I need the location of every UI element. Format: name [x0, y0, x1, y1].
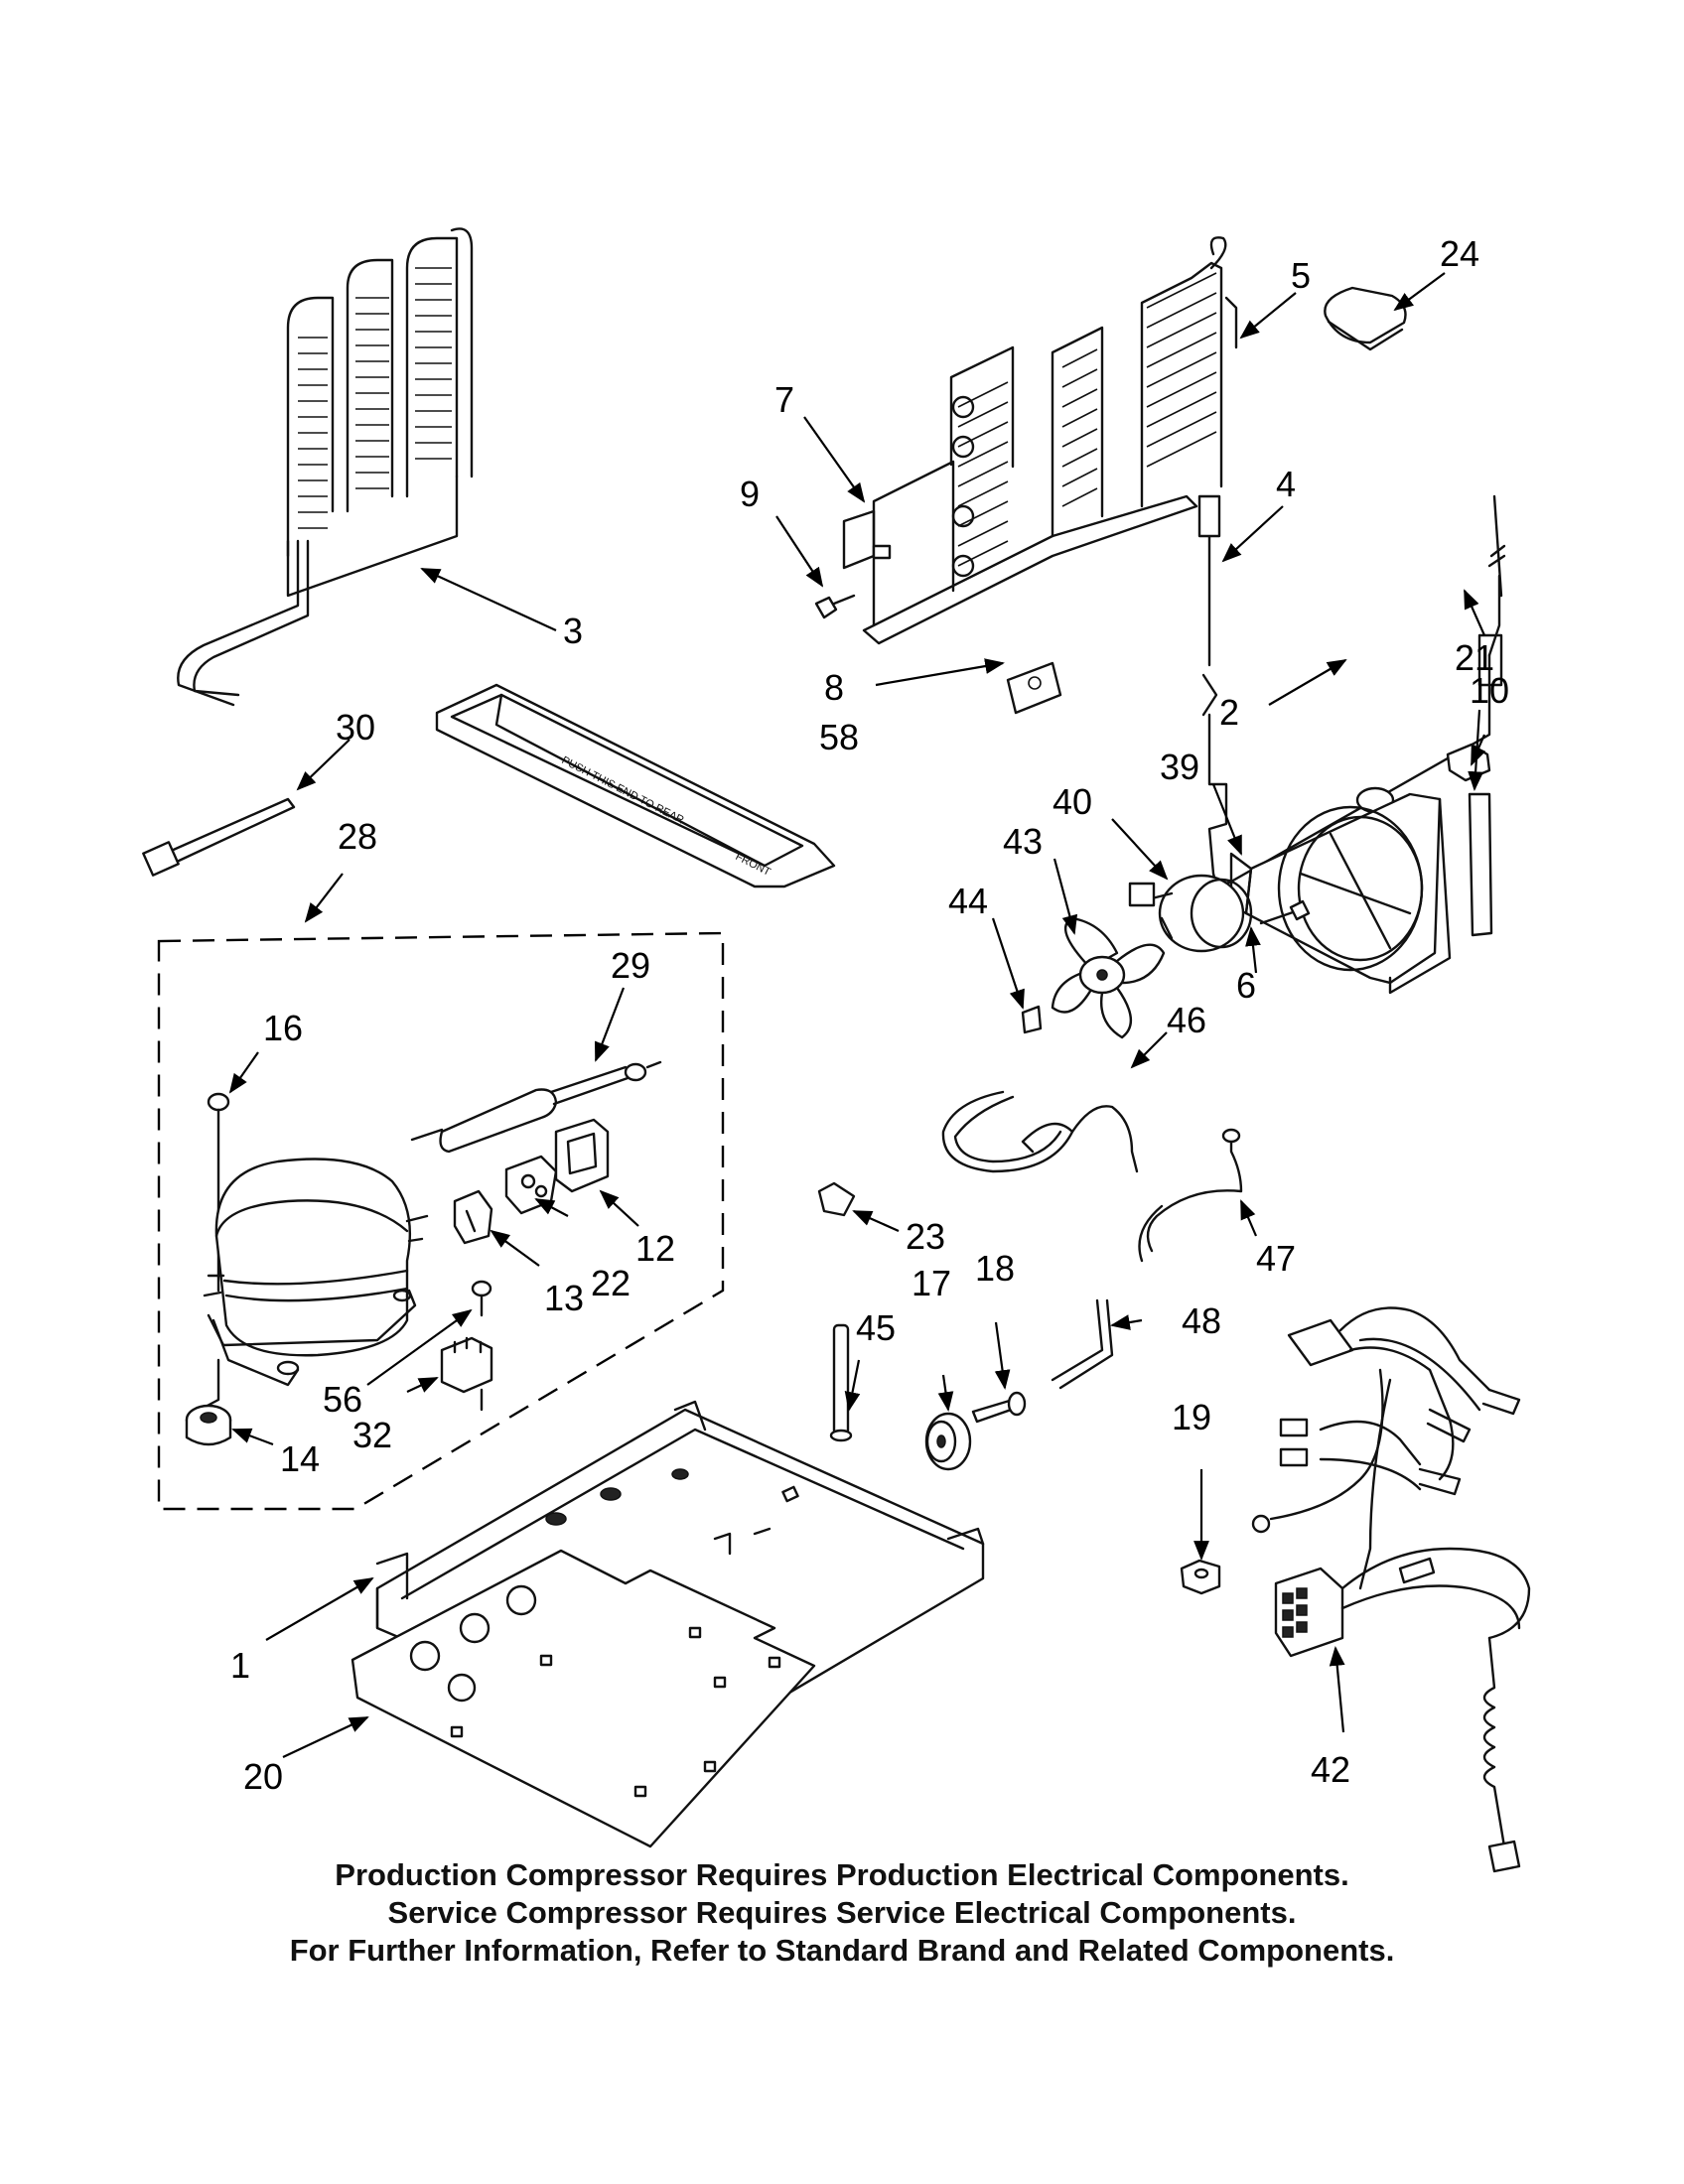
start-relay-12	[554, 1118, 610, 1193]
callout-32: 32	[352, 1415, 392, 1455]
screw-9	[814, 594, 856, 619]
nut-21	[1180, 1559, 1221, 1595]
callout-16: 16	[263, 1008, 303, 1048]
note-line-1: Production Compressor Requires Productio…	[335, 1857, 1349, 1892]
callout-56: 56	[323, 1379, 362, 1420]
fan-blade	[1051, 916, 1166, 1039]
capacitor-32	[440, 1336, 493, 1412]
callout-19: 21	[1455, 637, 1494, 678]
callout-2: 2	[1219, 692, 1239, 733]
evaporator	[842, 236, 1238, 645]
compressor	[203, 1158, 429, 1387]
condenser-coil	[177, 227, 474, 707]
clip-23	[817, 1181, 856, 1217]
callout-5: 5	[1291, 255, 1311, 296]
clip-44	[1021, 1005, 1043, 1034]
tube-46	[941, 1090, 1139, 1173]
callout-47: 47	[1256, 1238, 1296, 1279]
note-line-3: For Further Information, Refer to Standa…	[289, 1933, 1395, 1968]
callout-labels: 3 7 9 5 24 4 8 2 21 10 39 40 43 44 6 46 …	[230, 233, 1509, 1797]
filter-drier	[410, 1060, 662, 1154]
callout-1: 1	[230, 1645, 250, 1686]
callout-13: 13	[544, 1278, 584, 1318]
relay-13	[453, 1189, 493, 1245]
tube-47	[1138, 1128, 1243, 1263]
fan-shroud	[1229, 792, 1452, 995]
roller-17	[924, 1412, 972, 1471]
callout-40: 40	[1052, 781, 1092, 822]
cover-24	[1324, 286, 1407, 351]
cable-tie	[142, 797, 296, 877]
callout-17: 17	[912, 1263, 951, 1303]
compressor-group-outline	[157, 931, 725, 1511]
wiring-harness	[1251, 1306, 1531, 1873]
callout-24: 24	[1440, 233, 1479, 274]
callout-21: 19	[1172, 1397, 1211, 1437]
callout-44: 44	[948, 881, 988, 921]
callout-28: 28	[338, 816, 377, 857]
leader-lines	[228, 272, 1486, 1758]
callout-9: 9	[740, 474, 760, 514]
callout-6: 6	[1236, 965, 1256, 1006]
callout-39: 39	[1160, 747, 1199, 787]
clip-19	[1446, 743, 1491, 782]
callout-12: 12	[635, 1228, 675, 1269]
callout-22: 22	[591, 1263, 631, 1303]
callout-3: 3	[563, 611, 583, 651]
callout-18: 18	[975, 1248, 1015, 1289]
callout-10: 10	[1470, 670, 1509, 711]
note-line-2: Service Compressor Requires Service Elec…	[387, 1895, 1297, 1930]
screw-56	[471, 1280, 492, 1317]
pin-45	[829, 1323, 853, 1442]
grommet-14	[185, 1358, 232, 1446]
callout-46: 46	[1167, 1000, 1206, 1040]
callout-7: 7	[774, 379, 794, 420]
fan-motor	[1128, 874, 1311, 953]
clip-8	[1006, 661, 1062, 715]
callout-4: 4	[1276, 464, 1296, 504]
callout-23: 23	[906, 1216, 945, 1257]
callout-20: 20	[243, 1756, 283, 1797]
callout-30: 30	[336, 707, 375, 748]
callout-42: 42	[1311, 1749, 1350, 1790]
callout-14: 14	[280, 1438, 320, 1479]
tube-48	[1051, 1298, 1114, 1390]
footnotes: Production Compressor Requires Productio…	[0, 1856, 1684, 1970]
callout-48: 48	[1182, 1300, 1221, 1341]
drip-tray: PUSH THIS END TO REAR FRONT	[435, 683, 836, 888]
callout-29: 29	[611, 945, 650, 986]
strip-10	[1468, 792, 1493, 937]
insulation-sheet	[351, 1549, 816, 1848]
callout-8: 8	[824, 667, 844, 708]
callout-45: 45	[856, 1307, 896, 1348]
callout-43: 43	[1003, 821, 1043, 862]
screw-18	[971, 1391, 1027, 1424]
callout-58: 58	[819, 717, 859, 757]
